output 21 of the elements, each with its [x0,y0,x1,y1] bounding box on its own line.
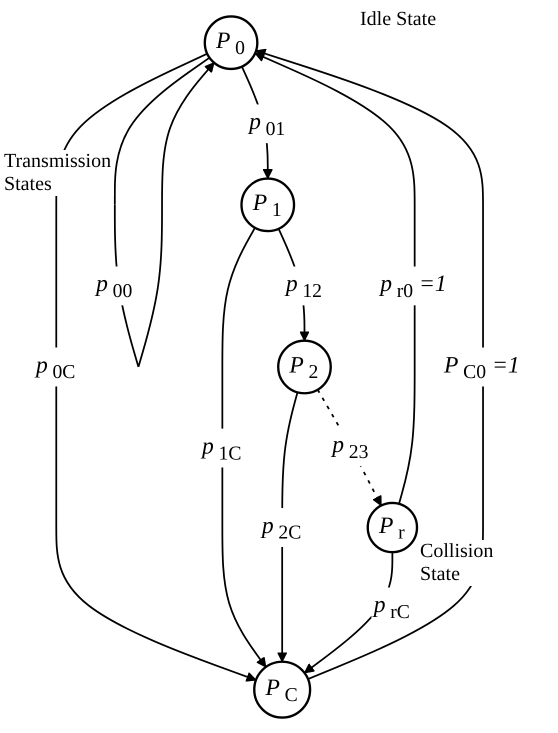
arrow [55,52,256,682]
arrow [254,52,416,504]
edge-label: P$_{C0}$=1 [444,352,520,382]
edge-label: p$_{0C}$ [36,352,76,382]
edge-label: p$_{2C}$ [262,512,302,543]
node-circle [277,339,332,394]
edge-label: p$_{23}$ [332,432,368,462]
region-label: Transmission States [4,150,114,196]
arrow [221,226,266,668]
edge-label: p$_{r0}$=1 [380,270,447,302]
node-circle [240,176,296,232]
arrow [316,388,382,506]
edge-label: p$_{00}$ [96,270,132,302]
node-circle [366,501,418,553]
node-circle [253,660,312,718]
edge-label: p$_{12}$ [286,270,322,302]
arrow [256,48,484,680]
node-circle [204,14,258,70]
edge-label: p$_{rC}$ [374,592,410,622]
edge-label: p$_{01}$ [249,108,286,140]
edge-label: p$_{1C}$ [202,432,242,464]
